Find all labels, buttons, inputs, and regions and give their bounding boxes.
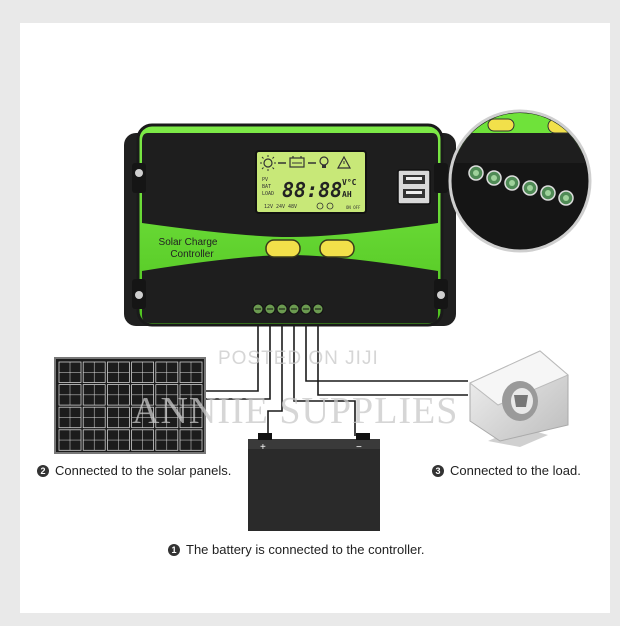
- bulb-icon: [319, 156, 329, 168]
- controller-label-line1: Solar Charge: [159, 237, 218, 248]
- lcd-digits: 88:88: [282, 178, 342, 202]
- terminal-zoom-inset: [448, 109, 592, 253]
- lcd-load-label: LOAD: [262, 191, 274, 197]
- caption-number-1: 1: [168, 544, 180, 556]
- caption-number-2: 2: [37, 465, 49, 477]
- solar-panel: [54, 357, 206, 454]
- zoom-terminal-screw-3: [504, 175, 520, 191]
- lcd-unit-top: V°C: [342, 178, 357, 187]
- zoom-terminal-screw-4: [522, 180, 538, 196]
- caption-battery: 1 The battery is connected to the contro…: [168, 542, 488, 558]
- battery-plus-sign: +: [260, 442, 266, 453]
- zoom-terminal-screw-5: [540, 185, 556, 201]
- zoom-terminal-screw-6: [558, 190, 574, 206]
- caption-solar-panels: 2 Connected to the solar panels.: [37, 463, 237, 479]
- caption-load-text: Connected to the load.: [450, 463, 581, 478]
- caption-battery-text: The battery is connected to the controll…: [186, 542, 425, 557]
- flood-light-load: [469, 350, 569, 447]
- sun-icon: [260, 155, 276, 171]
- warning-icon: [336, 155, 352, 169]
- battery-level-icon: [289, 156, 305, 168]
- terminal-screw-2: [264, 303, 276, 315]
- caption-load: 3 Connected to the load.: [432, 463, 612, 479]
- zoom-terminal-screw-2: [486, 170, 502, 186]
- lcd-unit-bottom: AH: [342, 190, 352, 199]
- menu-button-right[interactable]: [319, 239, 355, 258]
- terminal-row: [252, 303, 324, 315]
- caption-solar-text: Connected to the solar panels.: [55, 463, 232, 478]
- diagram-card: PV BAT LOAD 88:88 V°C AH 12V 24V 48V ON …: [20, 23, 610, 613]
- lcd-voltage-12v: 12V: [264, 204, 273, 210]
- battery-minus-sign: −: [356, 442, 362, 453]
- terminal-screw-5: [300, 303, 312, 315]
- wiring: [205, 325, 468, 436]
- terminal-screw-4: [288, 303, 300, 315]
- caption-number-3: 3: [432, 465, 444, 477]
- lcd-display: PV BAT LOAD 88:88 V°C AH 12V 24V 48V ON …: [255, 150, 367, 214]
- terminal-screw-1: [252, 303, 264, 315]
- battery: + −: [248, 433, 380, 531]
- lcd-bat-label: BAT: [262, 184, 271, 190]
- terminal-screw-6: [312, 303, 324, 315]
- controller-label-line2: Controller: [170, 249, 214, 260]
- lcd-voltage-24v: 24V: [276, 204, 285, 210]
- wiring-diagram: PV BAT LOAD 88:88 V°C AH 12V 24V 48V ON …: [54, 109, 592, 531]
- zoom-terminal-row: [468, 165, 574, 206]
- zoom-terminal-screw-1: [468, 165, 484, 181]
- menu-button-left[interactable]: [265, 239, 301, 258]
- lcd-voltage-48v: 48V: [288, 204, 297, 210]
- usb-port: [397, 169, 431, 205]
- clock-icon: [316, 202, 334, 210]
- lcd-on-off: ON OFF: [346, 205, 361, 210]
- lcd-pv-label: PV: [262, 177, 268, 183]
- terminal-screw-3: [276, 303, 288, 315]
